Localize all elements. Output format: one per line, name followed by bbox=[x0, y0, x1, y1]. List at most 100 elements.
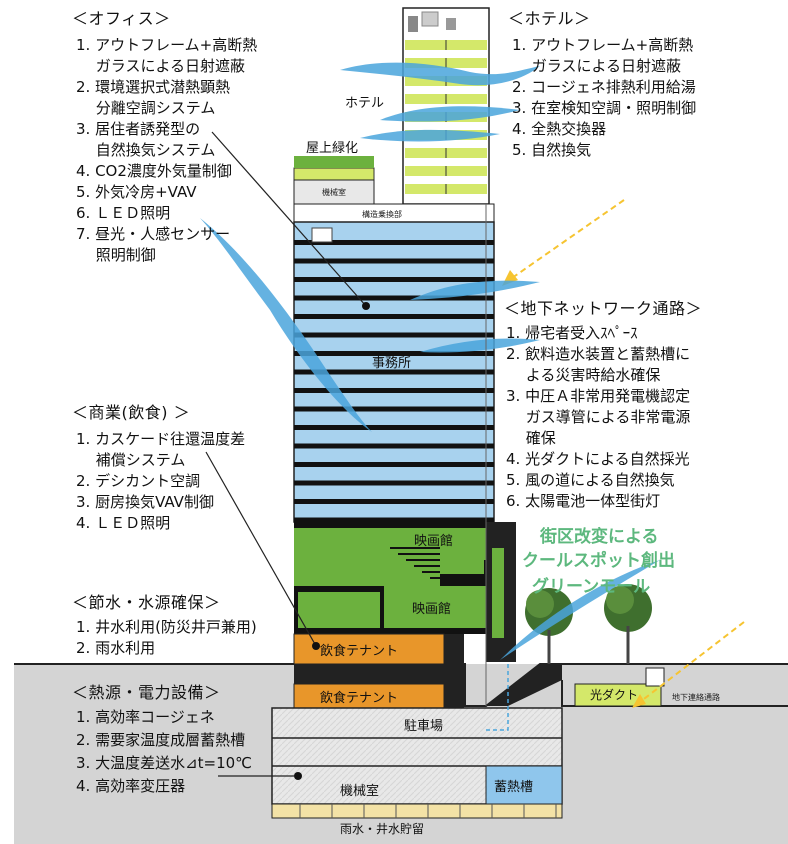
cinema-block bbox=[294, 522, 494, 634]
energy-heading: ＜熱源・電力設備＞ bbox=[72, 683, 221, 702]
podium-right-strip-light bbox=[492, 548, 504, 638]
office-floor-slab bbox=[294, 369, 494, 375]
tree-right bbox=[604, 584, 652, 664]
hotel-line: 5. 自然換気 bbox=[512, 141, 592, 159]
light-duct-label: 光ダクト bbox=[590, 688, 639, 702]
underground-heading: ＜地下ネットワーク通路＞ bbox=[504, 299, 703, 318]
commerce-line: 1. カスケード往還温度差 bbox=[76, 430, 246, 448]
office-floor-slab bbox=[294, 351, 494, 356]
underground-passage-label: 地下連絡通路 bbox=[672, 693, 720, 702]
office-floor-slab bbox=[294, 240, 494, 245]
underground-line: 確保 bbox=[506, 429, 556, 447]
top-machine-room-label: 機械室 bbox=[322, 188, 346, 197]
air-flow-hotel-2 bbox=[380, 106, 520, 122]
sun-ray-lower bbox=[639, 621, 745, 703]
cinema-label-2: 映画館 bbox=[412, 602, 452, 617]
food-point bbox=[312, 642, 320, 650]
rain-water-storage bbox=[271, 803, 563, 819]
food-tenant-label-2: 飲食テナント bbox=[320, 691, 399, 706]
sun-ray-lower-head bbox=[632, 694, 646, 708]
office-line: 分離空調システム bbox=[76, 99, 216, 117]
light-duct-top bbox=[645, 667, 665, 687]
office-line: 5. 外気冷房+VAV bbox=[76, 183, 197, 201]
food-tenant-lower-dark bbox=[444, 684, 464, 708]
entrance-dash bbox=[486, 664, 509, 731]
hotel-heading: ＜ホテル＞ bbox=[508, 9, 591, 28]
energy-line: 4. 高効率変圧器 bbox=[76, 777, 186, 795]
leader-lines bbox=[205, 131, 367, 777]
entrance-ramp bbox=[486, 664, 562, 706]
food-tenant-upper bbox=[293, 633, 445, 665]
office-line: 4. CO2濃度外気量制御 bbox=[76, 162, 232, 180]
office-floor-slab bbox=[294, 425, 494, 430]
office-label: 事務所 bbox=[372, 356, 412, 371]
hotel-line: 1. アウトフレーム+高断熱 bbox=[512, 36, 694, 54]
office-heading: ＜オフィス＞ bbox=[72, 9, 171, 28]
office-floor-slab bbox=[294, 295, 494, 301]
office-point bbox=[362, 302, 370, 310]
green-text-2: クールスポット創出 bbox=[522, 551, 675, 571]
office-floor-slab bbox=[294, 277, 494, 282]
office-floor-slab bbox=[294, 388, 494, 393]
hotel-line: 2. コージェネ排熱利用給湯 bbox=[512, 78, 696, 96]
commerce-line: 4. ＬＥＤ照明 bbox=[76, 514, 171, 532]
commerce-heading: ＜商業(飲食) ＞ bbox=[72, 403, 191, 422]
cinema-label-1: 映画館 bbox=[414, 534, 454, 549]
water-heading: ＜節水・水源確保＞ bbox=[72, 593, 221, 612]
underground-line: 1. 帰宅者受入ｽﾍﾟｰｽ bbox=[506, 324, 638, 342]
underground-passage bbox=[561, 680, 788, 707]
office-floor-slab bbox=[294, 332, 494, 338]
tree-left bbox=[525, 588, 573, 664]
hotel-line: 4. 全熱交換器 bbox=[512, 120, 607, 138]
office-floor-slab bbox=[294, 499, 494, 504]
underground-line: 6. 太陽電池一体型街灯 bbox=[506, 492, 661, 510]
office-line: ガラスによる日射遮蔽 bbox=[76, 57, 246, 75]
food-tenant-upper-dark bbox=[444, 634, 464, 664]
sun-ray-upper bbox=[511, 199, 625, 279]
energy-line: 1. 高効率コージェネ bbox=[76, 708, 215, 726]
heat-storage-tank bbox=[485, 765, 563, 805]
office-line: 1. アウトフレーム+高断熱 bbox=[76, 36, 258, 54]
office-floor-slab bbox=[294, 462, 494, 467]
underground-line: 4. 光ダクトによる自然採光 bbox=[506, 450, 690, 468]
hotel-label: ホテル bbox=[345, 96, 385, 111]
commerce-line: 2. デシカント空調 bbox=[76, 472, 201, 490]
underground-line: よる災害時給水確保 bbox=[506, 366, 661, 384]
air-flow-office-2 bbox=[420, 338, 540, 353]
roof-green-label: 屋上緑化 bbox=[306, 141, 359, 156]
basement-gap bbox=[294, 664, 464, 684]
rain-storage-label: 雨水・井水貯留 bbox=[340, 822, 425, 836]
commerce-line: 補償システム bbox=[76, 451, 186, 469]
air-flow-office-1 bbox=[410, 280, 540, 300]
energy-line: 2. 需要家温度成層蓄熱槽 bbox=[76, 731, 246, 749]
green-text-1: 街区改変による bbox=[540, 527, 659, 547]
air-flow-office-diag bbox=[200, 218, 372, 432]
machine-room-label: 機械室 bbox=[340, 784, 380, 799]
office-floor-slab bbox=[294, 406, 494, 412]
machine-point bbox=[294, 772, 302, 780]
office-line: 7. 昼光・人感センサー bbox=[76, 225, 231, 243]
water-line: 1. 井水利用(防災井戸兼用) bbox=[76, 618, 257, 636]
office-line: 自然換気システム bbox=[76, 141, 216, 159]
parking-label: 駐車場 bbox=[404, 719, 444, 734]
office-floor-slab bbox=[294, 443, 494, 449]
underground-line: ガス導管による非常電源 bbox=[506, 408, 691, 426]
underground-line: 5. 風の道による自然換気 bbox=[506, 471, 675, 489]
office-floor-slab bbox=[294, 480, 494, 486]
food-tenant-label-1: 飲食テナント bbox=[320, 644, 399, 659]
air-flow-hotel-3 bbox=[360, 129, 500, 142]
hotel-tower bbox=[402, 7, 490, 205]
roof-garden-base bbox=[293, 167, 375, 181]
water-line: 2. 雨水利用 bbox=[76, 639, 156, 657]
office-floor-slab bbox=[294, 314, 494, 319]
air-flow-hotel-1 bbox=[340, 62, 540, 86]
office-line: 2. 環境選択式潜熱顕熱 bbox=[76, 78, 231, 96]
office-line: 3. 居住者誘発型の bbox=[76, 120, 201, 138]
storage-tank-label: 蓄熱槽 bbox=[494, 780, 534, 795]
hotel-line: ガラスによる日射遮蔽 bbox=[512, 57, 682, 75]
structure-floor-label: 構造乗換部 bbox=[362, 210, 402, 219]
office-floor-slab bbox=[294, 517, 494, 523]
roof-bushes bbox=[294, 156, 374, 168]
commerce-line: 3. 厨房換気VAV制御 bbox=[76, 493, 214, 511]
